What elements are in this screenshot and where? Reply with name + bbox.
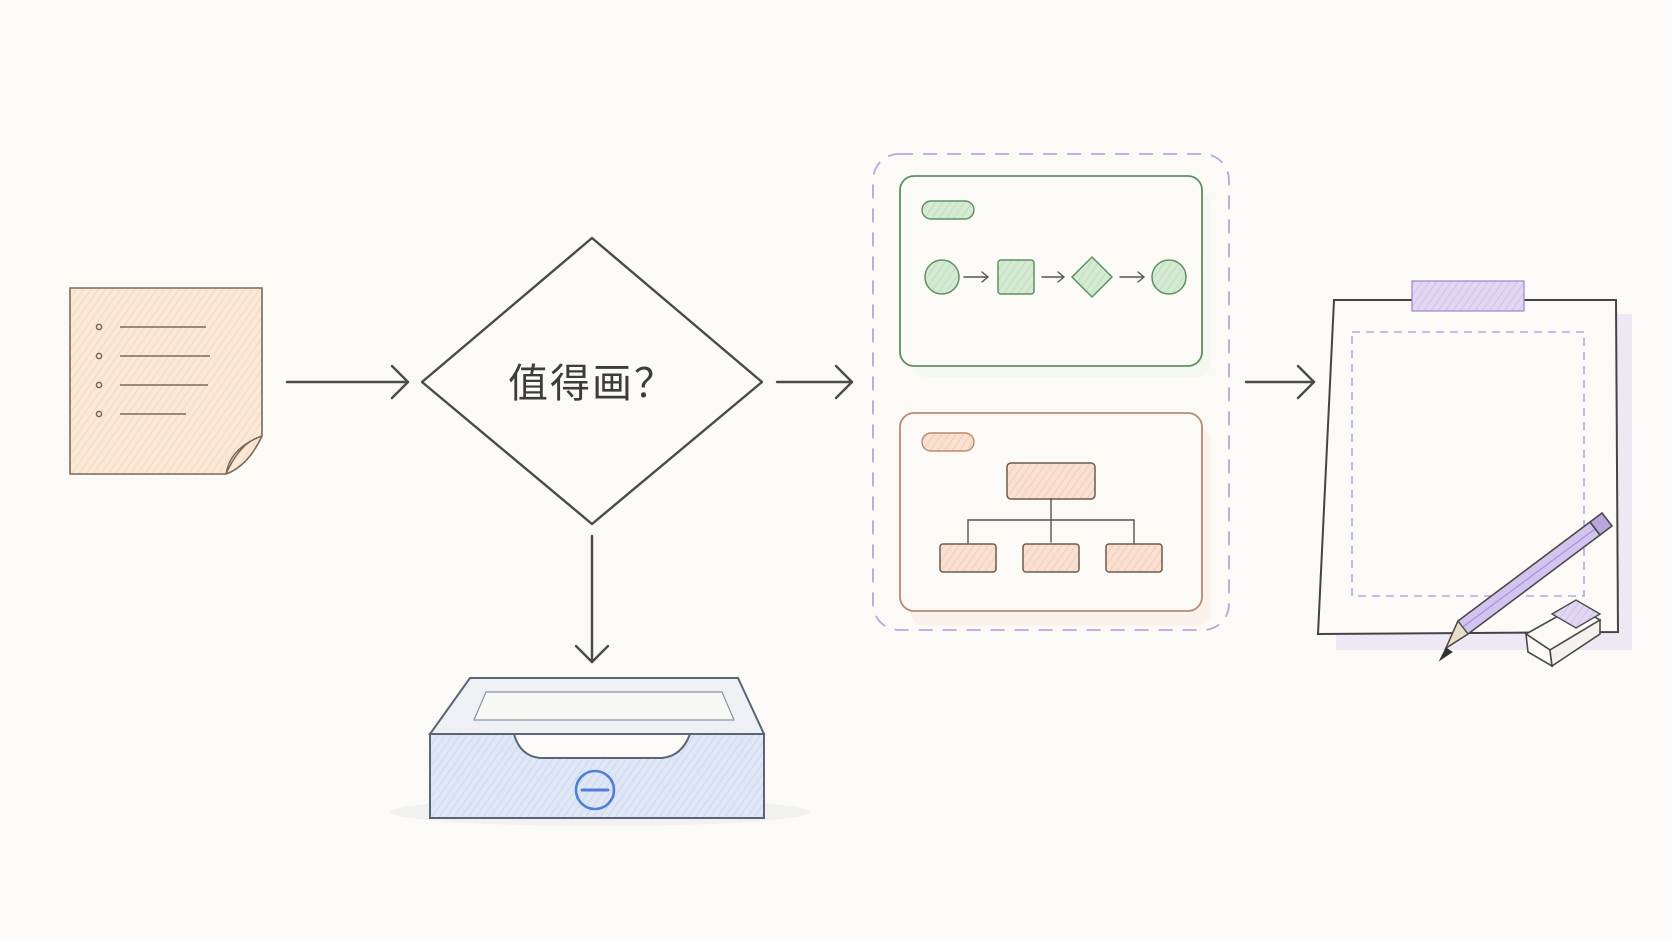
sticky-note-icon xyxy=(69,287,263,475)
arrow-to-canvas xyxy=(1244,364,1316,400)
flowchart-card xyxy=(899,175,1211,377)
flowchart-card-tag xyxy=(921,200,975,220)
arrow-to-visuals xyxy=(775,364,854,400)
minus-circle-icon xyxy=(574,769,616,811)
decision-label: 值得画？ xyxy=(508,361,676,407)
arrow-to-decision xyxy=(285,364,410,400)
arrow-to-discard xyxy=(574,534,610,664)
eraser-icon xyxy=(1524,599,1602,668)
note-lines xyxy=(95,323,210,418)
tape-strip xyxy=(1411,280,1525,312)
discard-tray xyxy=(390,677,810,826)
drawing-canvas xyxy=(1316,280,1632,650)
diamond-decision-icon: 值得画？ xyxy=(420,236,764,526)
visual-options-group xyxy=(872,153,1230,631)
canvas-placeholder xyxy=(1351,331,1585,597)
hierarchy-card xyxy=(899,412,1211,626)
pencil-icon xyxy=(1438,511,1614,662)
flow-nodes xyxy=(924,255,1187,299)
hierarchy-card-tag xyxy=(921,432,975,452)
hierarchy-nodes xyxy=(939,462,1163,573)
